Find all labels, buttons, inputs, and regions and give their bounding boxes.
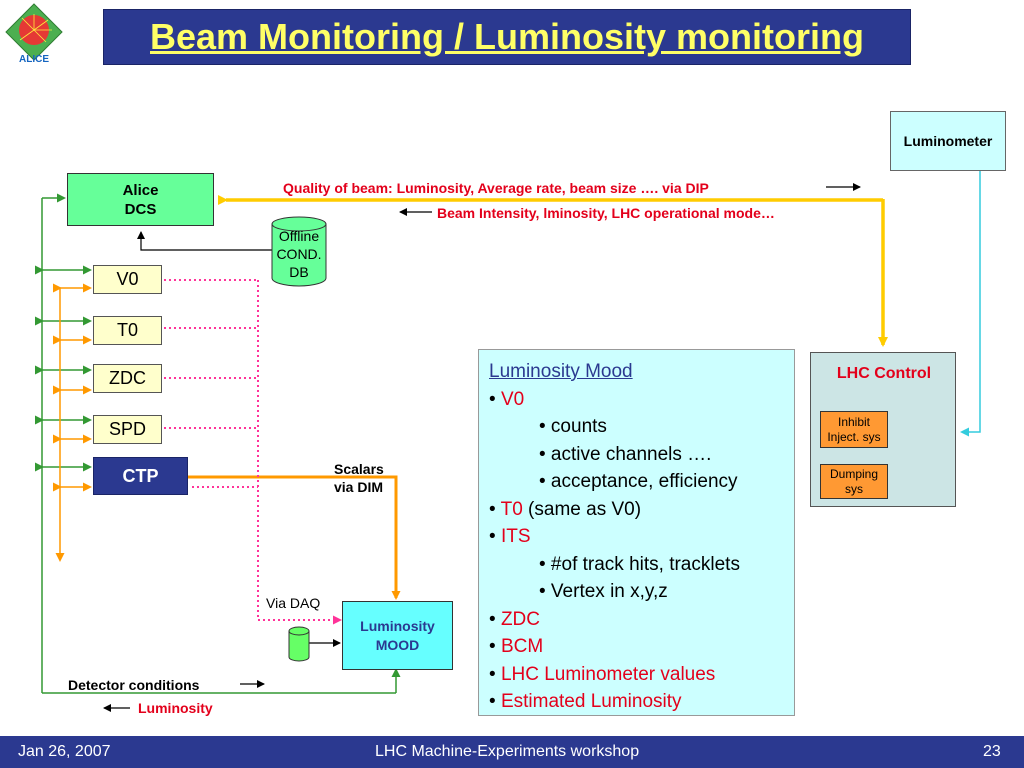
t0-label: T0 <box>116 320 138 340</box>
lhc-control-title: LHC Control <box>836 365 932 382</box>
luminosity-mood-box: Luminosity MOOD <box>342 601 453 670</box>
alice-logo-icon: ALICE <box>5 3 63 64</box>
inhibit-line1: Inhibit <box>837 414 871 429</box>
ctp-label: CTP <box>122 465 159 486</box>
mood-sub-counts: • counts <box>539 416 607 437</box>
mood-sub-vertex: • Vertex in x,y,z <box>539 581 668 602</box>
database-icon <box>271 216 327 287</box>
daq-dotted-links <box>164 279 342 625</box>
offline-db-line1: Offline <box>278 228 320 244</box>
luminosity-mood-panel: Luminosity Mood • V0 • counts • active c… <box>478 349 795 716</box>
inhibit-box: Inhibit Inject. sys <box>820 411 888 448</box>
mood-heading: Luminosity Mood <box>489 361 633 382</box>
scalars-line1: Scalars <box>334 461 384 477</box>
scalars-line2: via DIM <box>334 479 384 495</box>
dumping-box: Dumping sys <box>820 464 888 499</box>
zdc-label: ZDC <box>109 368 146 388</box>
offline-db-line3: DB <box>289 264 309 280</box>
mood-item-zdc: • ZDC <box>489 608 540 630</box>
ctp-box: CTP <box>93 457 188 495</box>
luminometer-box: Luminometer <box>890 111 1006 171</box>
luminosity-label: Luminosity <box>138 700 213 716</box>
lumi-mood-line1: Luminosity <box>360 617 435 634</box>
alice-dcs-line2: DCS <box>124 200 157 218</box>
mood-item-estimated: • Estimated Luminosity <box>489 691 682 712</box>
luminometer-lhc-link <box>960 171 981 437</box>
green-bus <box>35 193 401 694</box>
mood-item-its: • ITS <box>489 526 531 547</box>
mood-item-bcm: • BCM <box>489 636 544 657</box>
footer-event: LHC Machine-Experiments workshop <box>375 743 640 760</box>
footer-date: Jan 26, 2007 <box>18 743 111 760</box>
zdc-box: ZDC <box>93 364 162 393</box>
quality-label: Quality of beam: Luminosity, Average rat… <box>283 180 709 196</box>
mood-sub-acceptance: • acceptance, efficiency <box>539 471 738 492</box>
footer-bar: Jan 26, 2007 LHC Machine-Experiments wor… <box>0 736 1024 768</box>
lumi-mood-line2: MOOD <box>375 636 420 653</box>
luminometer-label: Luminometer <box>903 133 993 149</box>
offline-db-line2: COND. <box>276 246 322 262</box>
beam-intensity-label: Beam Intensity, lminosity, LHC operation… <box>437 205 775 221</box>
v0-box: V0 <box>93 265 162 294</box>
via-daq-label: Via DAQ <box>266 595 321 611</box>
scalars-label: Scalars via DIM <box>334 460 384 496</box>
spd-box: SPD <box>93 415 162 444</box>
detector-conditions-label: Detector conditions <box>68 677 200 693</box>
t0-box: T0 <box>93 316 162 345</box>
v0-label: V0 <box>116 269 139 289</box>
spd-label: SPD <box>108 419 146 439</box>
alice-dcs-line1: Alice <box>122 181 159 199</box>
alice-dcs-box: Alice DCS <box>67 173 214 226</box>
logo-text: ALICE <box>19 54 49 64</box>
dumping-line2: sys <box>845 481 863 496</box>
dcs-lhc-link <box>218 195 888 347</box>
inhibit-line2: Inject. sys <box>827 429 881 444</box>
daq-database-icon <box>288 626 310 662</box>
dumping-line1: Dumping <box>829 466 879 481</box>
mood-item-t0: • T0 (same as V0) <box>489 498 642 520</box>
mood-item-lhc-lumi: • LHC Luminometer values <box>489 663 716 685</box>
mood-sub-active: • active channels …. <box>539 443 712 465</box>
mood-sub-hits: • #of track hits, tracklets <box>539 553 740 575</box>
footer-page-number: 23 <box>983 743 1001 760</box>
orange-bus <box>53 283 92 562</box>
db-dcs-link <box>137 231 272 251</box>
offline-db-label: Offline COND. DB <box>271 224 327 284</box>
page-title: Beam Monitoring / Luminosity monitoring <box>103 9 911 65</box>
mood-item-v0: • V0 <box>489 388 525 410</box>
